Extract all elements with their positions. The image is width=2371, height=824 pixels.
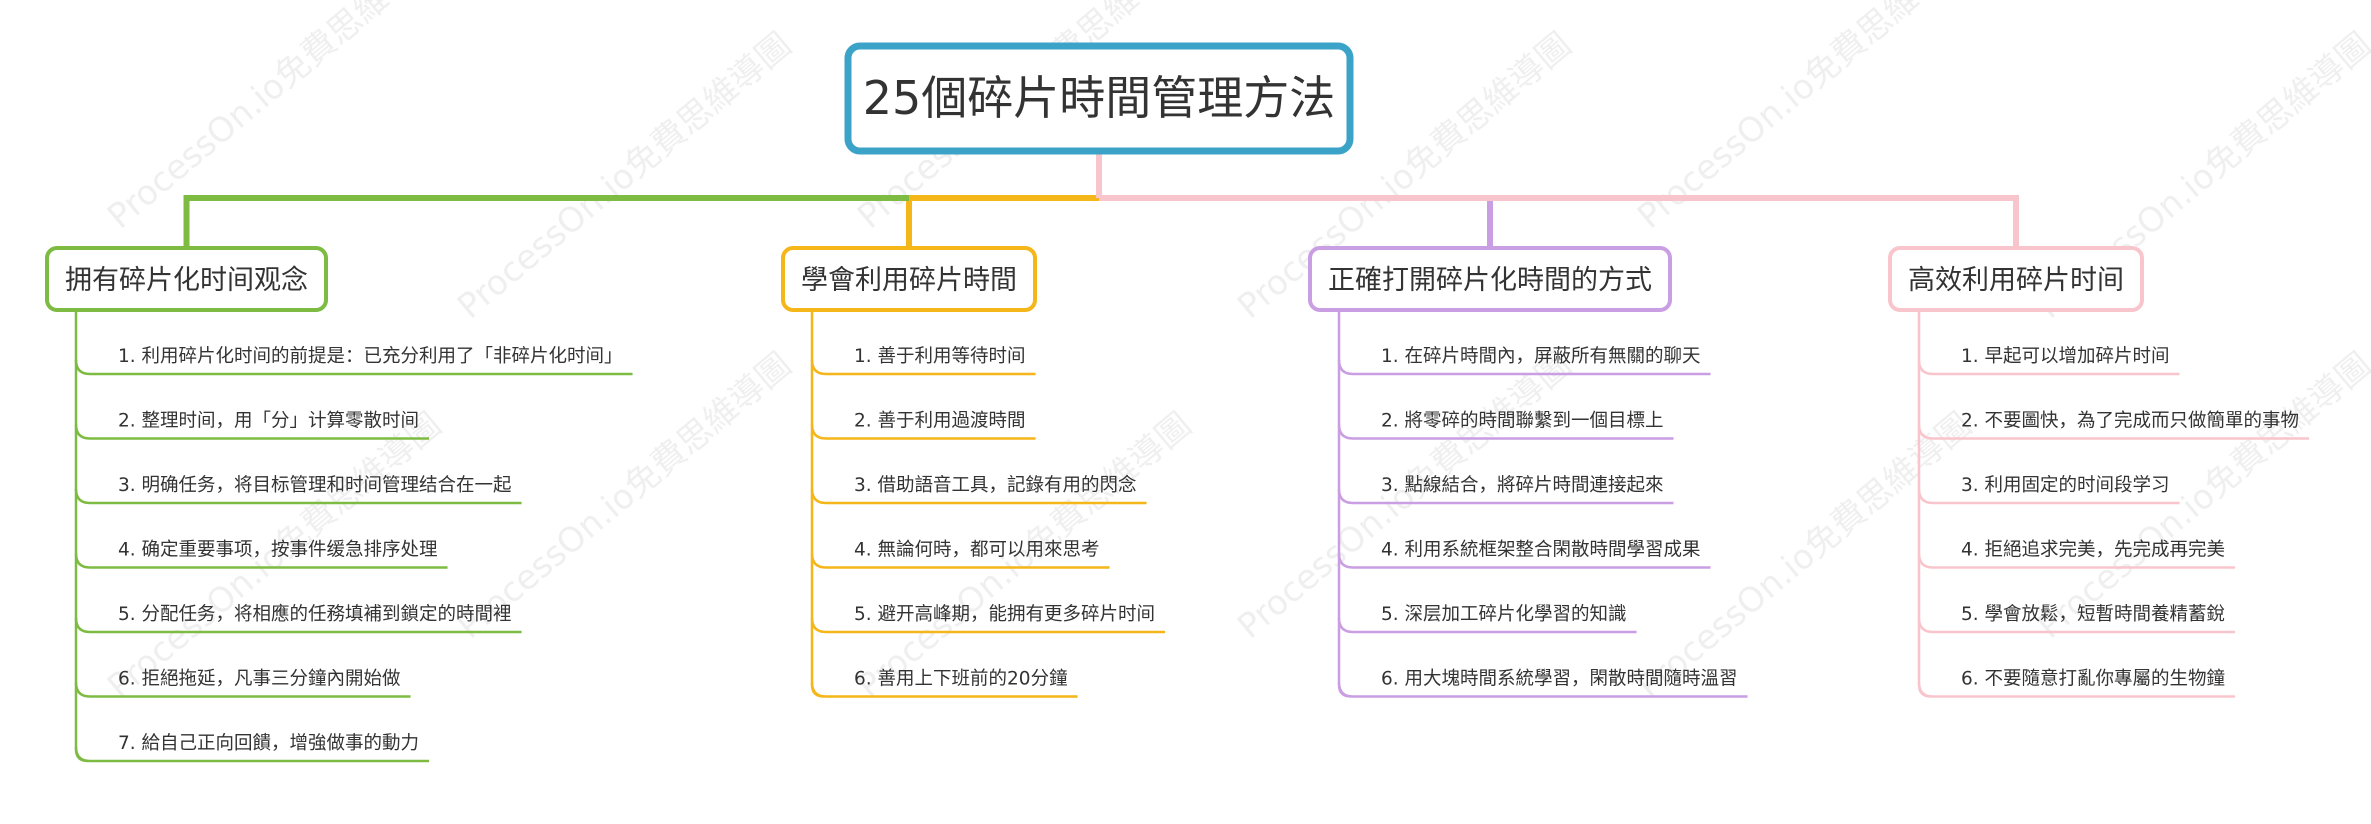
branch-topic-box <box>1308 246 1672 312</box>
subtopic-item-label: 4. 确定重要事项，按事件缓急排序处理 <box>118 540 438 561</box>
subtopic-underline <box>1337 682 1748 698</box>
subtopic-item[interactable]: 1. 早起可以增加碎片时间 <box>1917 346 2180 376</box>
branch-topic-4[interactable]: 高效利用碎片时间 1. 早起可以增加碎片时间 2. 不要圖快，為了完成而只做簡單的事… <box>1888 246 2310 698</box>
subtopic-item[interactable]: 6. 不要隨意打亂你專屬的生物鐘 <box>1917 669 2236 698</box>
subtopic-item-label: 7. 給自己正向回饋，增強做事的動力 <box>118 733 419 754</box>
subtopic-item[interactable]: 2. 整理时间，用「分」计算零散时间 <box>74 411 430 440</box>
subtopic-item[interactable]: 1. 利用碎片化时间的前提是：已充分利用了「非碎片化时间」 <box>74 346 633 376</box>
subtopic-item[interactable]: 2. 善于利用過渡時間 <box>810 411 1036 440</box>
branch-topic-label: 高效利用碎片时间 <box>1908 265 2124 296</box>
subtopic-item-label: 1. 善于利用等待时间 <box>854 346 1026 367</box>
subtopic-underline <box>74 682 411 698</box>
subtopic-item[interactable]: 4. 無論何時，都可以用來思考 <box>810 540 1110 569</box>
subtopic-item-label: 1. 利用碎片化时间的前提是：已充分利用了「非碎片化时间」 <box>118 346 623 367</box>
subtopic-item-label: 2. 將零碎的時間聯繫到一個目標上 <box>1381 411 1664 432</box>
subtopic-underline <box>1337 488 1674 505</box>
subtopic-item[interactable]: 6. 善用上下班前的20分鐘 <box>810 669 1078 698</box>
subtopic-item-label: 1. 在碎片時間內，屏蔽所有無關的聊天 <box>1381 346 1701 367</box>
subtopic-underline <box>74 553 448 569</box>
root-topic-box <box>844 42 1354 155</box>
subtopic-item[interactable]: 6. 用大塊時間系統學習，閑散時間隨時溫習 <box>1337 669 1748 698</box>
subtopic-underline <box>810 617 1166 634</box>
branch-topic-label: 學會利用碎片時間 <box>801 265 1017 296</box>
subtopic-underline <box>1917 682 2236 698</box>
subtopic-item[interactable]: 5. 分配任务，将相應的任務填補到鎖定的時間裡 <box>74 603 522 634</box>
branch-topic-3[interactable]: 正確打開碎片化時間的方式 1. 在碎片時間內，屏蔽所有無關的聊天 2. 將零碎的時間… <box>1308 246 1748 698</box>
subtopic-item-label: 6. 用大塊時間系統學習，閑散時間隨時溫習 <box>1381 669 1738 690</box>
subtopic-item[interactable]: 1. 在碎片時間內，屏蔽所有無關的聊天 <box>1337 346 1711 376</box>
subtopic-item-label: 4. 利用系統框架整合閑散時間學習成果 <box>1381 540 1701 561</box>
subtopic-underline <box>1917 424 2310 440</box>
subtopic-item[interactable]: 3. 借助語音工具，記錄有用的閃念 <box>810 474 1147 505</box>
subtopic-item-label: 5. 分配任务，将相應的任務填補到鎖定的時間裡 <box>118 603 512 625</box>
subtopic-item[interactable]: 2. 將零碎的時間聯繫到一個目標上 <box>1337 411 1674 440</box>
subtopic-underline <box>1337 424 1674 440</box>
subtopic-item-label: 4. 無論何時，都可以用來思考 <box>854 540 1100 561</box>
subtopic-item[interactable]: 3. 明确任务，将目标管理和时间管理结合在一起 <box>74 475 522 505</box>
watermark-text: ProcessOn.io免費思維導圖 <box>100 0 449 237</box>
subtopic-underline <box>74 359 633 376</box>
subtopic-item[interactable]: 6. 拒絕拖延，凡事三分鐘內開始做 <box>74 669 411 698</box>
subtopic-underline <box>74 488 522 505</box>
subtopic-item[interactable]: 3. 點線結合，將碎片時間連接起來 <box>1337 475 1674 505</box>
subtopic-item-label: 3. 利用固定的时间段学习 <box>1961 475 2170 496</box>
subtopic-item-label: 4. 拒絕追求完美，先完成再完美 <box>1961 540 2225 561</box>
subtopic-item-label: 3. 借助語音工具，記錄有用的閃念 <box>854 474 1137 496</box>
subtopic-item-label: 3. 明确任务，将目标管理和时间管理结合在一起 <box>118 475 512 496</box>
subtopic-item[interactable]: 1. 善于利用等待时间 <box>810 346 1036 376</box>
subtopic-item[interactable]: 4. 拒絕追求完美，先完成再完美 <box>1917 540 2236 569</box>
branch-topic-1[interactable]: 拥有碎片化时间观念 1. 利用碎片化时间的前提是：已充分利用了「非碎片化时间」 2.… <box>45 246 633 763</box>
subtopic-item-label: 5. 深层加工碎片化學習的知識 <box>1381 604 1627 625</box>
subtopic-underline <box>1917 359 2180 376</box>
subtopic-item[interactable]: 3. 利用固定的时间段学习 <box>1917 475 2180 505</box>
subtopic-underline <box>1337 553 1711 569</box>
subtopic-item-label: 5. 學會放鬆，短暫時間養精蓄銳 <box>1961 603 2225 625</box>
subtopic-underline <box>74 617 522 634</box>
branch-topic-box <box>45 246 328 312</box>
subtopic-item-label: 5. 避开高峰期，能拥有更多碎片时间 <box>854 604 1155 625</box>
subtopic-underline <box>1917 617 2236 634</box>
subtopic-item[interactable]: 4. 利用系統框架整合閑散時間學習成果 <box>1337 540 1711 569</box>
branch-topic-box <box>781 246 1037 312</box>
subtopic-item[interactable]: 5. 學會放鬆，短暫時間養精蓄銳 <box>1917 603 2236 634</box>
subtopic-item-label: 3. 點線結合，將碎片時間連接起來 <box>1381 475 1664 496</box>
subtopic-item[interactable]: 5. 避开高峰期，能拥有更多碎片时间 <box>810 604 1166 634</box>
connector-lines <box>183 151 2019 248</box>
watermark-text: ProcessOn.io免費思維導圖 <box>1630 0 1979 237</box>
subtopic-item[interactable]: 4. 确定重要事项，按事件缓急排序处理 <box>74 540 448 569</box>
subtopic-underline <box>1917 553 2236 569</box>
subtopic-underline <box>74 746 430 763</box>
subtopic-underline <box>810 682 1078 698</box>
branch-topic-label: 正確打開碎片化時間的方式 <box>1328 265 1652 296</box>
subtopic-item-label: 6. 拒絕拖延，凡事三分鐘內開始做 <box>118 669 401 690</box>
subtopic-underline <box>1917 488 2180 505</box>
subtopic-underline <box>1337 359 1711 376</box>
subtopic-underline <box>810 359 1036 376</box>
watermark-text: ProcessOn.io免費思維導圖 <box>450 25 799 327</box>
subtopic-item[interactable]: 5. 深层加工碎片化學習的知識 <box>1337 604 1637 634</box>
subtopic-item-label: 2. 不要圖快，為了完成而只做簡單的事物 <box>1961 411 2299 432</box>
subtopic-underline <box>74 424 430 440</box>
subtopic-underline <box>810 553 1110 569</box>
subtopic-underline <box>810 488 1147 505</box>
branch-topic-2[interactable]: 學會利用碎片時間 1. 善于利用等待时间 2. 善于利用過渡時間 3. 借助語音工具，… <box>781 246 1166 698</box>
subtopic-item-label: 6. 不要隨意打亂你專屬的生物鐘 <box>1961 669 2225 690</box>
branch-topic-box <box>1888 246 2144 312</box>
branches: 拥有碎片化时间观念 1. 利用碎片化时间的前提是：已充分利用了「非碎片化时间」 2.… <box>45 246 2310 763</box>
subtopic-item[interactable]: 2. 不要圖快，為了完成而只做簡單的事物 <box>1917 411 2310 440</box>
subtopic-item-label: 1. 早起可以增加碎片时间 <box>1961 346 2170 367</box>
subtopic-item[interactable]: 7. 給自己正向回饋，增強做事的動力 <box>74 733 430 763</box>
subtopic-underline <box>810 424 1036 440</box>
subtopic-item-label: 2. 善于利用過渡時間 <box>854 411 1026 432</box>
subtopic-item-label: 6. 善用上下班前的20分鐘 <box>854 669 1068 690</box>
subtopic-item-label: 2. 整理时间，用「分」计算零散时间 <box>118 411 419 432</box>
subtopic-underline <box>1337 617 1637 634</box>
branch-topic-label: 拥有碎片化时间观念 <box>65 265 308 296</box>
root-topic[interactable]: 25個碎片時間管理方法 <box>844 42 1354 155</box>
root-topic-title: 25個碎片時間管理方法 <box>863 71 1336 125</box>
